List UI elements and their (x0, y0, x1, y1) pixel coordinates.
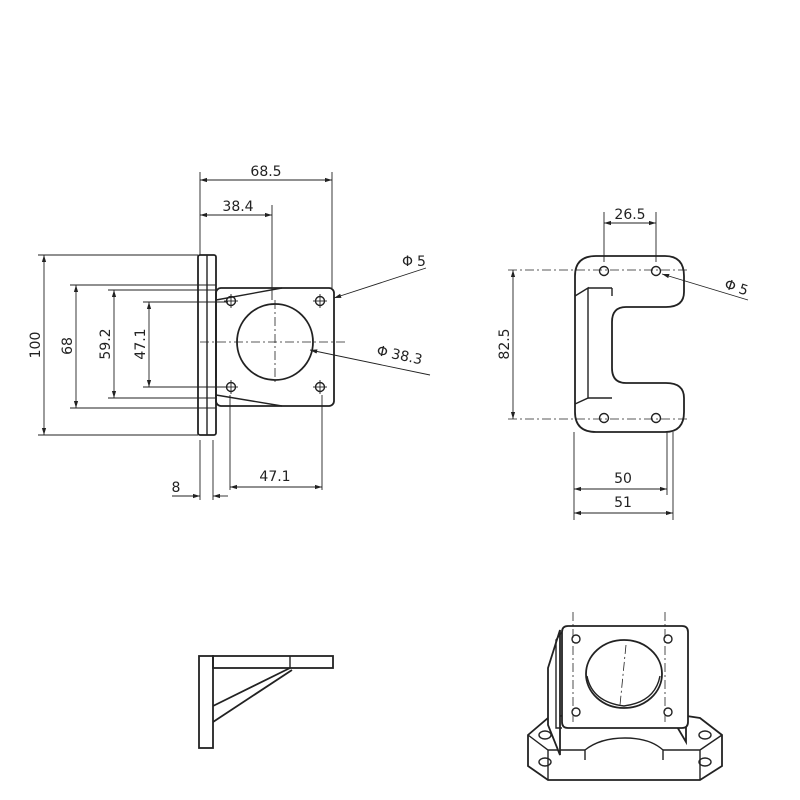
dim-hole-spacing-v: 47.1 (133, 328, 149, 359)
dim-hole-spacing-bottom: 47.1 (259, 469, 290, 485)
dim-overall-height: 100 (28, 332, 44, 359)
side-view: 26.5 82.5 50 51 Φ5 (497, 207, 750, 520)
label-bore-dia: Φ38.3 (375, 343, 424, 368)
dim-hole-spacing-top: 38.4 (222, 199, 253, 215)
dim-side-outer-width: 51 (614, 495, 632, 511)
dim-overall-width: 68.5 (250, 164, 281, 180)
side-holes (598, 265, 662, 424)
dim-side-inner-width: 50 (614, 471, 632, 487)
label-side-hole-dia: Φ5 (722, 277, 750, 300)
dim-plate-thickness: 8 (172, 480, 181, 496)
side-elevation (198, 655, 334, 749)
dim-hole-span-v: 59.2 (98, 328, 114, 359)
flange-holes (224, 294, 327, 394)
dim-side-height: 82.5 (497, 328, 513, 359)
side-profile (574, 255, 685, 433)
dim-slot-height: 68 (60, 337, 76, 355)
dim-side-top-width: 26.5 (614, 207, 645, 223)
elevation-flange (212, 655, 334, 669)
isometric-view (527, 612, 723, 781)
elevation-plate (198, 655, 214, 749)
